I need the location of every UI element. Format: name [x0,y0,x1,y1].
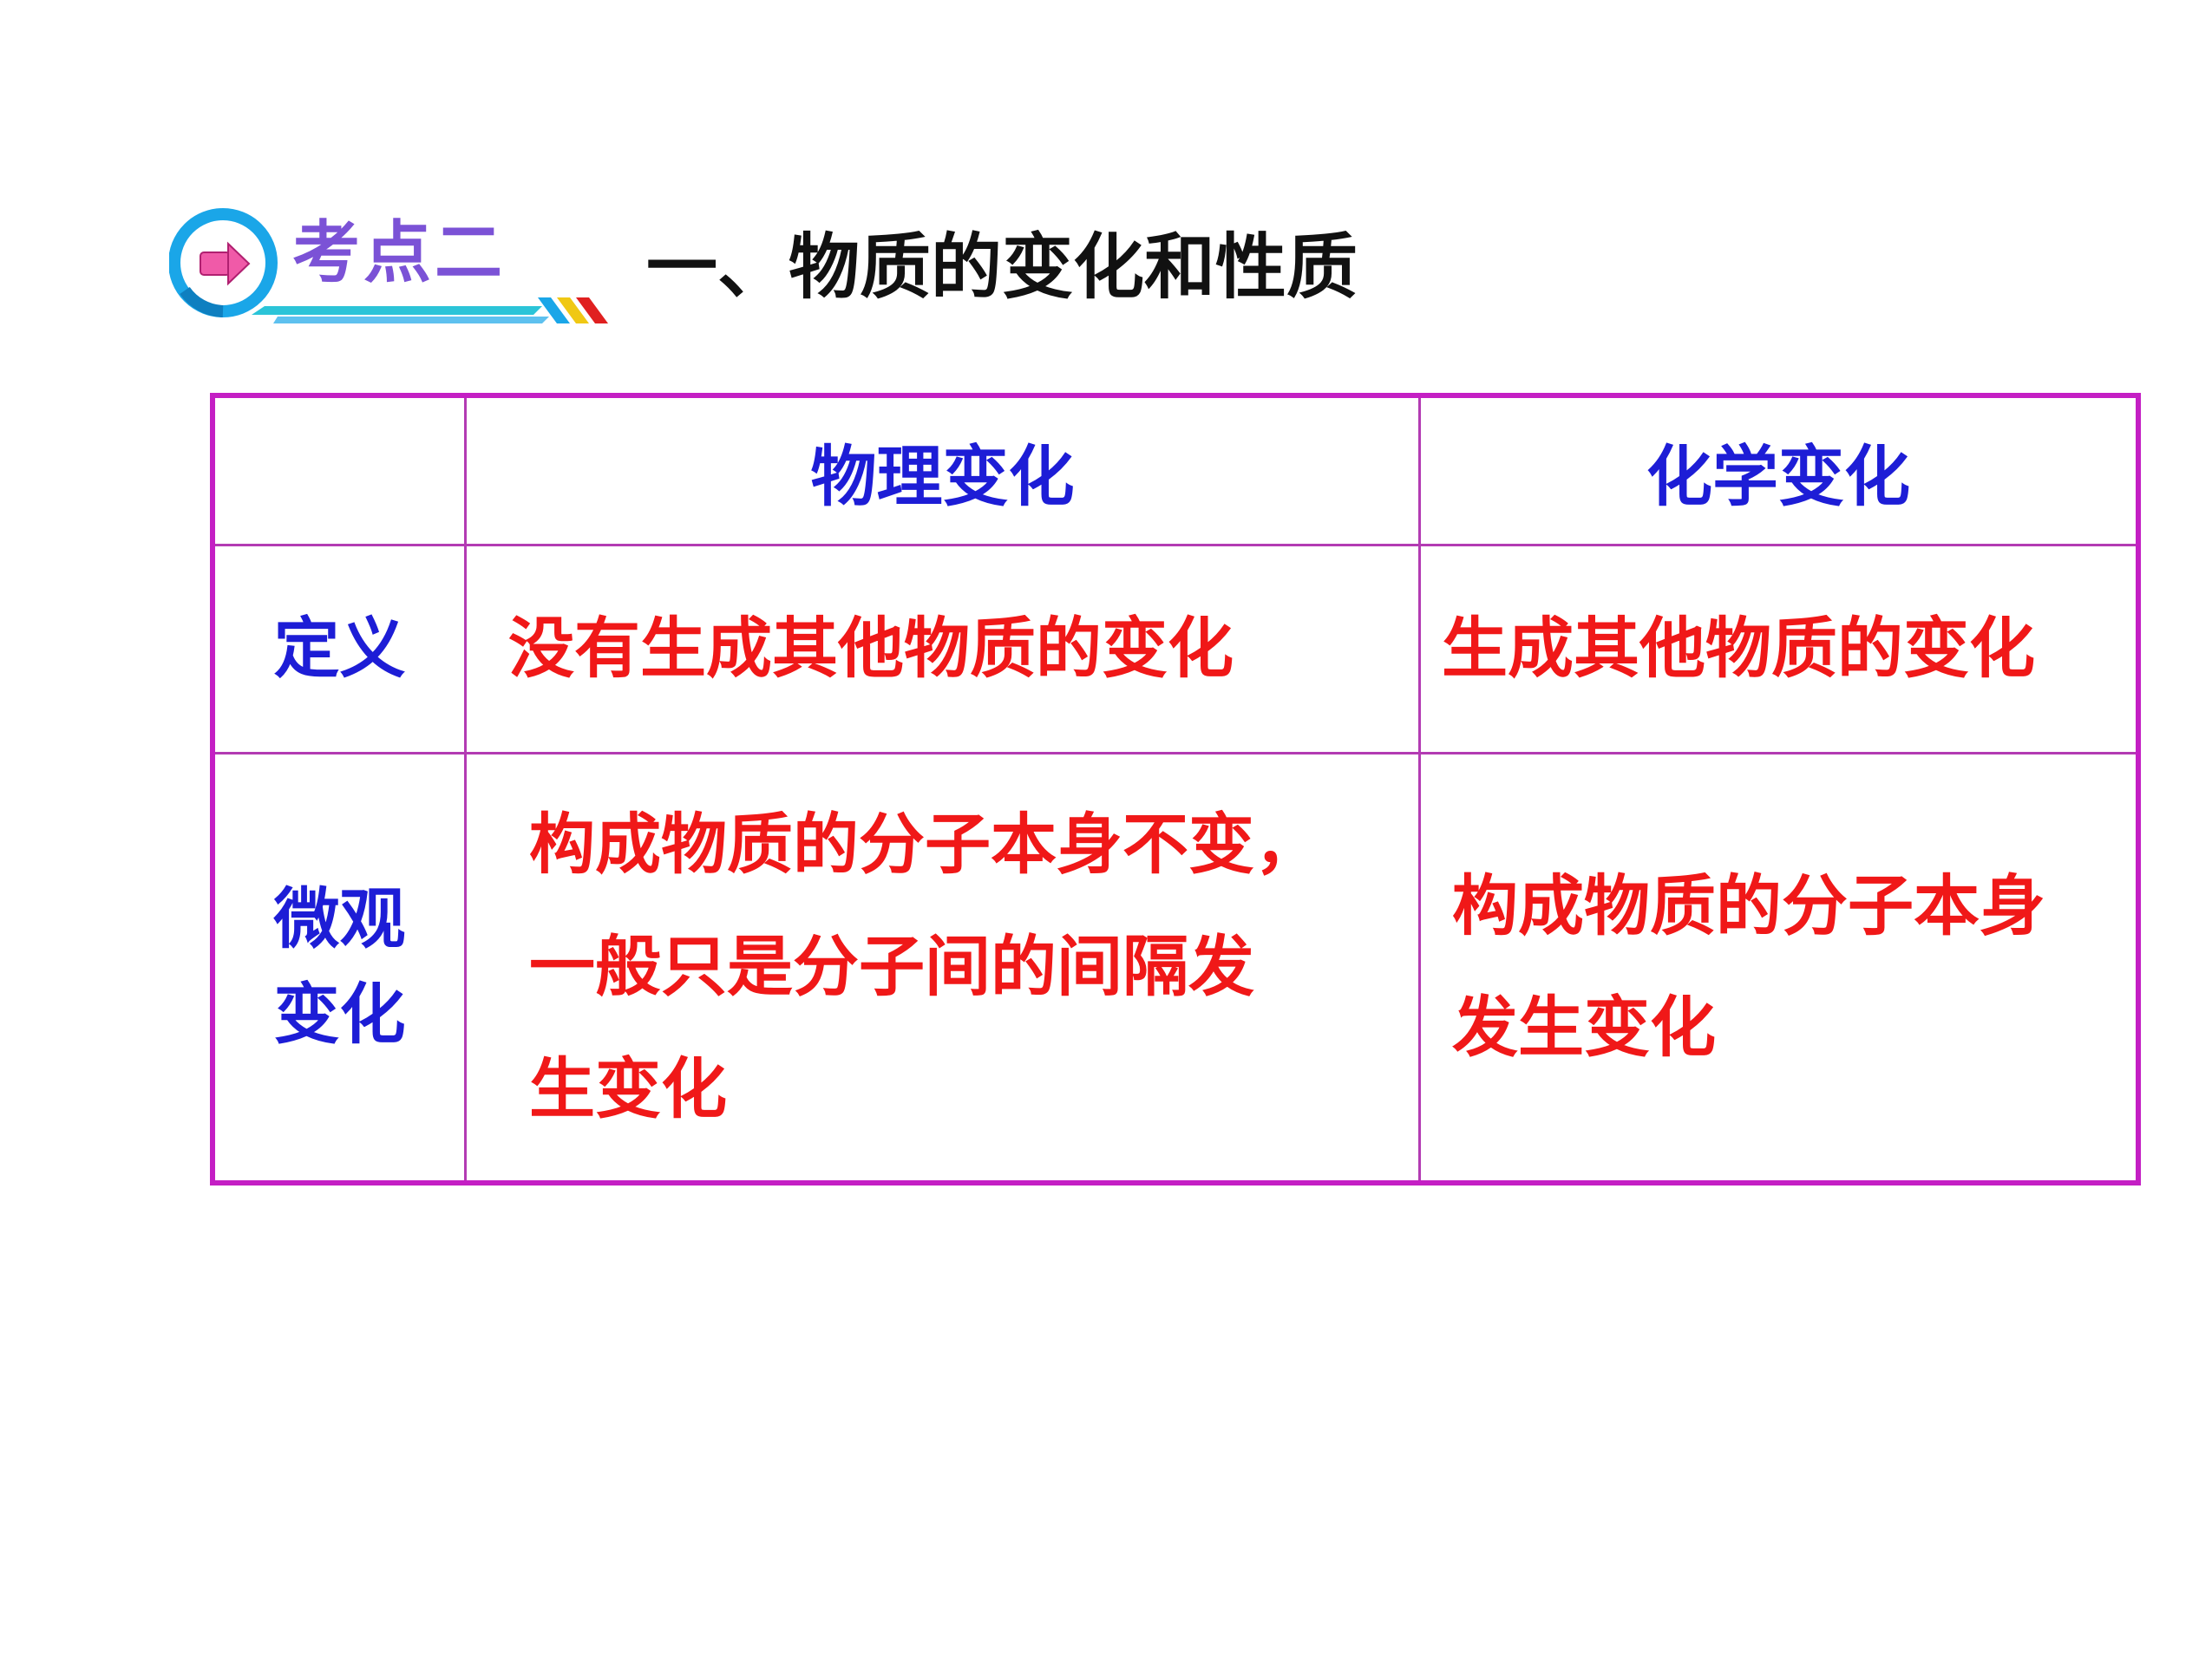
physical-microscopic-cell: 构成物质的分子本身不变， 一般只是分子间的间隔发 生变化 [464,751,1421,1185]
arrow-circle-icon [169,208,608,323]
physical-definition-cell: 没有生成其他物质的变化 [464,543,1421,754]
chemical-definition-cell: 生成其他物质的变化 [1418,543,2140,754]
comparison-table-wrap: 物理变化 化学变化 定义 没有生成其他物质的变化 生成其他物质的变化 微观 变化… [210,393,2141,1185]
chemical-microscopic-line: 发生变化 [1452,989,1716,1067]
physical-microscopic-line: 一般只是分子间的间隔发 [529,927,1254,1005]
physical-microscopic-line: 生变化 [529,1049,727,1127]
row-label-line: 微观 [273,880,406,958]
header-physical-change: 物理变化 [464,394,1421,546]
table-row: 定义 没有生成其他物质的变化 生成其他物质的变化 [211,543,2140,754]
section-badge: 考点二 [169,204,620,330]
chemical-microscopic-cell: 构成物质的分子本身 发生变化 [1418,751,2140,1185]
row-label-definition: 定义 [211,543,467,754]
physical-definition-text: 没有生成其他物质的变化 [508,609,1234,687]
physical-microscopic-line: 构成物质的分子本身不变， [529,806,1320,884]
header-corner-cell [211,394,467,546]
section-title: 一、物质的变化和性质 [646,226,1358,309]
header-chemical-change: 化学变化 [1418,394,2140,546]
badge-label: 考点二 [292,214,507,292]
table-header-row: 物理变化 化学变化 [211,394,2140,546]
comparison-table: 物理变化 化学变化 定义 没有生成其他物质的变化 生成其他物质的变化 微观 变化… [210,393,2141,1185]
row-label-microscopic: 微观 变化 [211,751,467,1185]
row-label-line: 变化 [273,976,406,1054]
chemical-definition-text: 生成其他物质的变化 [1442,609,2035,687]
table-row: 微观 变化 构成物质的分子本身不变， 一般只是分子间的间隔发 生变化 构成物质的… [211,751,2140,1185]
chemical-microscopic-line: 构成物质的分子本身 [1452,866,2045,944]
